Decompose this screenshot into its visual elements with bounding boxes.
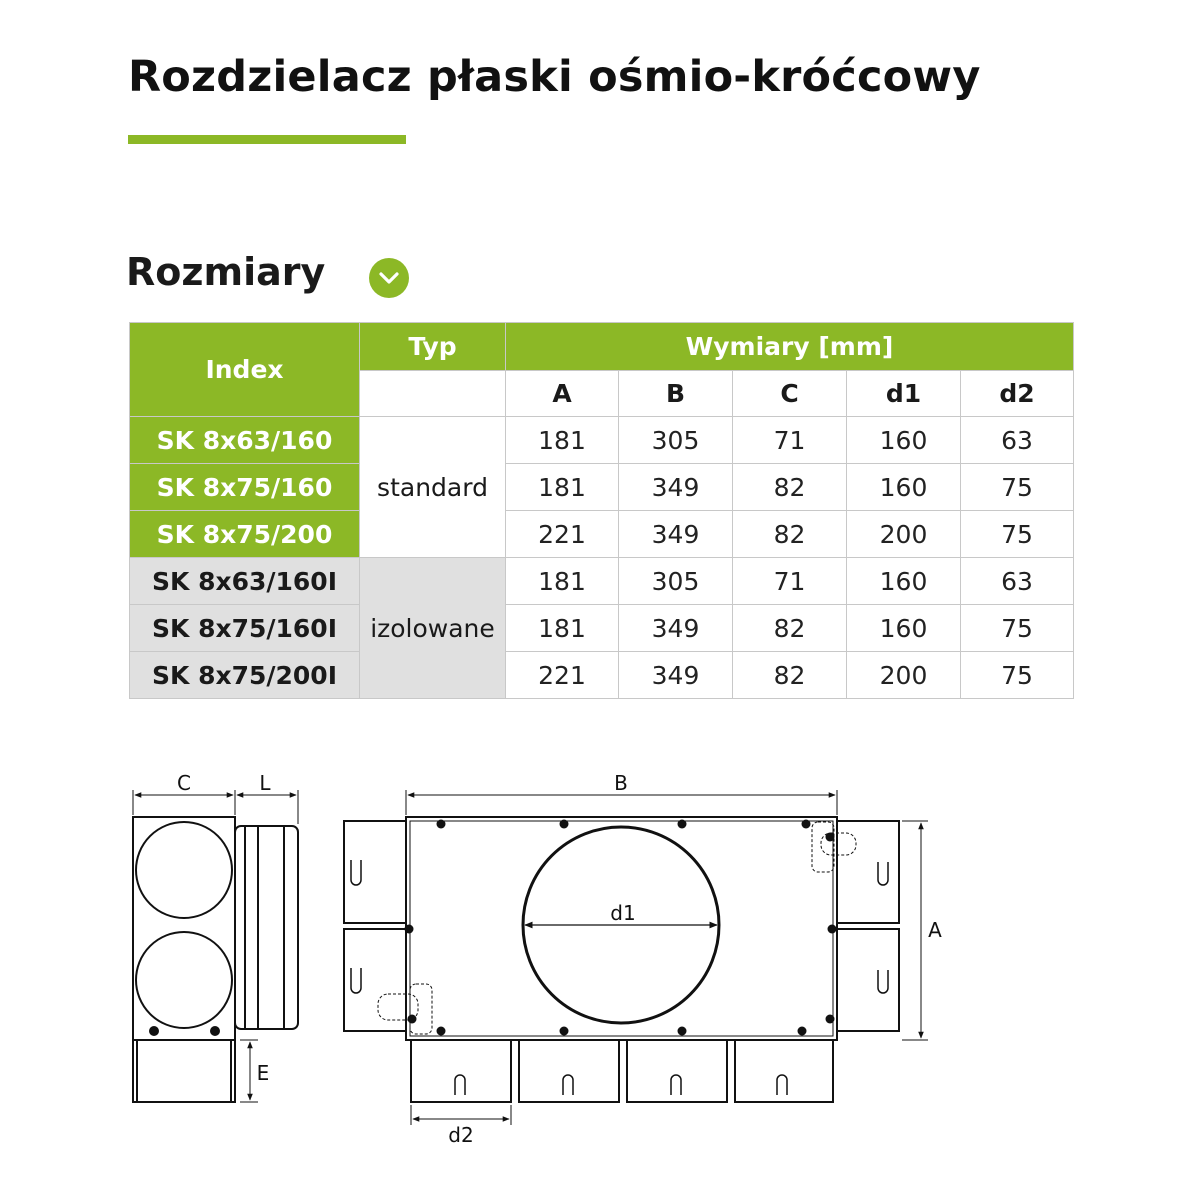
cell-d2: 75 xyxy=(960,510,1074,558)
front-view xyxy=(343,790,928,1125)
table-row: SK 8x75/160 181 349 82 160 75 xyxy=(129,463,1074,511)
cell-c: 82 xyxy=(732,651,847,699)
label-d2: d2 xyxy=(448,1123,473,1147)
cell-d1: 200 xyxy=(846,651,961,699)
cell-d2: 63 xyxy=(960,416,1074,464)
cell-d2: 63 xyxy=(960,557,1074,605)
column-header-d2: d2 xyxy=(960,370,1074,417)
technical-drawing: C L E B A d1 d2 xyxy=(132,771,942,1147)
cell-a: 221 xyxy=(505,510,619,558)
label-c: C xyxy=(177,771,191,795)
cell-a: 221 xyxy=(505,651,619,699)
column-header-c: C xyxy=(732,370,847,417)
header-index: Index xyxy=(129,322,360,417)
cell-d2: 75 xyxy=(960,604,1074,652)
table-row: SK 8x63/160I izolowane 181 305 71 160 63 xyxy=(129,557,1074,699)
header-typ: Typ xyxy=(359,322,506,371)
cell-a: 181 xyxy=(505,557,619,605)
chevron-down-icon[interactable] xyxy=(369,258,409,298)
column-header-a: A xyxy=(505,370,619,417)
cell-d2: 75 xyxy=(960,463,1074,511)
dimensions-table: Index Typ Wymiary [mm] A B C d1 d2 SK 8x… xyxy=(129,322,1074,699)
row-index: SK 8x75/160I xyxy=(129,604,360,652)
cell-d1: 160 xyxy=(846,416,961,464)
cell-c: 71 xyxy=(732,557,847,605)
header-typ-blank xyxy=(359,370,506,417)
typ-izolowane: izolowane xyxy=(359,557,506,699)
row-index: SK 8x75/160 xyxy=(129,463,360,511)
column-header-d1: d1 xyxy=(846,370,961,417)
header-wymiary: Wymiary [mm] xyxy=(505,322,1074,371)
side-view xyxy=(132,790,299,1103)
cell-c: 82 xyxy=(732,604,847,652)
column-header-b: B xyxy=(618,370,733,417)
page-title: Rozdzielacz płaski ośmio-króćcowy xyxy=(128,52,981,102)
cell-c: 82 xyxy=(732,510,847,558)
cell-a: 181 xyxy=(505,463,619,511)
row-index: SK 8x63/160 xyxy=(129,416,360,464)
cell-c: 82 xyxy=(732,463,847,511)
cell-d1: 200 xyxy=(846,510,961,558)
cell-b: 305 xyxy=(618,416,733,464)
cell-b: 305 xyxy=(618,557,733,605)
title-underline xyxy=(128,135,406,144)
section-title: Rozmiary xyxy=(126,250,326,294)
cell-c: 71 xyxy=(732,416,847,464)
cell-d1: 160 xyxy=(846,604,961,652)
row-index: SK 8x75/200 xyxy=(129,510,360,558)
table-row: SK 8x63/160 standard 181 305 71 160 63 xyxy=(129,416,1074,558)
label-a: A xyxy=(928,918,942,942)
row-index: SK 8x63/160I xyxy=(129,557,360,605)
cell-b: 349 xyxy=(618,510,733,558)
cell-d1: 160 xyxy=(846,463,961,511)
cell-b: 349 xyxy=(618,463,733,511)
table-row: SK 8x75/200 221 349 82 200 75 xyxy=(129,510,1074,558)
typ-standard: standard xyxy=(359,416,506,558)
table-row: SK 8x75/200I 221 349 82 200 75 xyxy=(129,651,1074,699)
cell-a: 181 xyxy=(505,416,619,464)
row-index: SK 8x75/200I xyxy=(129,651,360,699)
cell-a: 181 xyxy=(505,604,619,652)
cell-d1: 160 xyxy=(846,557,961,605)
label-l: L xyxy=(259,771,271,795)
table-row: SK 8x75/160I 181 349 82 160 75 xyxy=(129,604,1074,652)
cell-d2: 75 xyxy=(960,651,1074,699)
label-d1: d1 xyxy=(610,901,635,925)
cell-b: 349 xyxy=(618,604,733,652)
cell-b: 349 xyxy=(618,651,733,699)
label-b: B xyxy=(614,771,628,795)
label-e: E xyxy=(257,1061,270,1085)
